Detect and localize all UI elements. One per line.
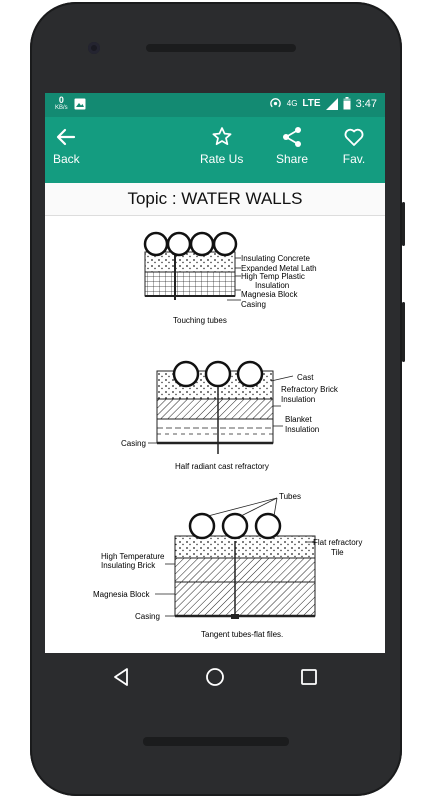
- label-casing-2: Casing: [121, 439, 146, 448]
- rate-us-label: Rate Us: [200, 152, 244, 166]
- nav-home-icon[interactable]: [203, 665, 227, 689]
- label-cast: Cast: [297, 373, 314, 382]
- label-insulating-brick: Insulating Brick: [101, 561, 156, 570]
- volume-button: [402, 202, 405, 246]
- status-bar: 0 KB/s 4G LTE 3:47: [45, 93, 385, 117]
- back-button[interactable]: Back: [53, 125, 80, 166]
- arrow-left-icon: [57, 128, 76, 146]
- label-refractory-brick: Refractory Brick: [281, 385, 339, 394]
- diagram-touching-tubes: Insulating Concrete Expanded Metal Lath …: [143, 231, 317, 325]
- network-type: 4G: [286, 99, 298, 108]
- nav-back-icon[interactable]: [109, 665, 133, 689]
- nav-recents-icon[interactable]: [297, 665, 321, 689]
- label-insulating-concrete: Insulating Concrete: [241, 254, 310, 263]
- bottom-speaker: [143, 737, 289, 746]
- share-label: Share: [276, 152, 309, 166]
- label-insulation-2: Insulation: [281, 395, 315, 404]
- label-casing: Casing: [241, 300, 266, 309]
- back-label: Back: [53, 152, 80, 166]
- label-tile: Tile: [331, 548, 344, 557]
- topic-title: Topic : WATER WALLS: [45, 183, 385, 216]
- data-rate: 0 KB/s: [55, 96, 68, 112]
- battery-icon: [343, 97, 351, 110]
- label-high-temperature: High Temperature: [101, 552, 165, 561]
- favorite-button[interactable]: Fav.: [342, 125, 366, 166]
- data-rate-value: 0: [58, 95, 64, 105]
- app-toolbar: Back Rate Us Share Fav.: [45, 117, 385, 183]
- signal-icon: [325, 97, 338, 110]
- label-casing-3: Casing: [135, 612, 160, 621]
- water-walls-diagrams: Insulating Concrete Expanded Metal Lath …: [93, 231, 362, 639]
- rate-us-button[interactable]: Rate Us: [200, 125, 243, 166]
- image-notification-icon: [74, 98, 86, 110]
- diagram-half-radiant: Cast Refractory Brick Insulation Blanket…: [121, 360, 339, 471]
- label-tubes: Tubes: [279, 492, 301, 501]
- earpiece-speaker: [146, 44, 296, 52]
- label-magnesia-block-2: Magnesia Block: [93, 590, 150, 599]
- data-rate-unit: KB/s: [55, 105, 68, 111]
- lte-label: LTE: [302, 98, 321, 109]
- app-screen: 0 KB/s 4G LTE 3:47 Back Rate Us Share: [45, 93, 385, 653]
- front-camera: [88, 42, 100, 54]
- label-magnesia-block: Magnesia Block: [241, 290, 298, 299]
- label-blanket-insulation: Insulation: [285, 425, 319, 434]
- share-button[interactable]: Share: [276, 125, 308, 166]
- hotspot-icon: [269, 98, 281, 108]
- label-high-temp-plastic: High Temp Plastic: [241, 272, 305, 281]
- diagram-tangent-tubes: Tubes Flat refractory Tile High Temperat…: [93, 492, 362, 639]
- diagram-area: Insulating Concrete Expanded Metal Lath …: [45, 216, 385, 653]
- star-icon: [212, 127, 232, 146]
- favorite-label: Fav.: [342, 152, 366, 166]
- caption-half-radiant: Half radiant cast refractory: [175, 462, 269, 471]
- label-insulation: Insulation: [255, 281, 289, 290]
- share-icon: [283, 127, 302, 147]
- caption-tangent-tubes: Tangent tubes-flat files.: [201, 630, 283, 639]
- heart-icon: [344, 128, 364, 146]
- clock: 3:47: [355, 97, 377, 110]
- label-expanded-metal-lath: Expanded Metal Lath: [241, 264, 317, 273]
- label-blanket: Blanket: [285, 415, 312, 424]
- label-flat-refractory: Flat refractory: [313, 538, 362, 547]
- system-nav-bar: [45, 653, 385, 701]
- caption-touching-tubes: Touching tubes: [173, 316, 227, 325]
- power-button: [402, 302, 405, 362]
